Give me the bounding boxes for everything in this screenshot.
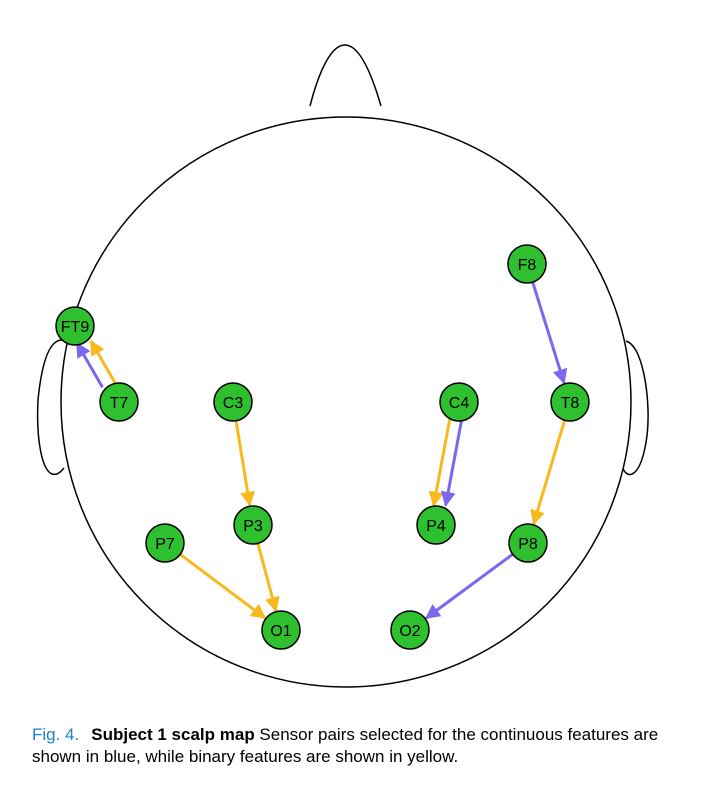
sensor-node-p8: P8 <box>508 523 548 563</box>
sensor-node-label: T7 <box>110 395 129 412</box>
right-ear-outline <box>622 340 649 476</box>
arrow-c4-to-p4-continuous <box>440 418 464 507</box>
sensor-node-circle <box>507 244 547 284</box>
sensor-node-circle <box>508 523 548 563</box>
sensor-node-label: O1 <box>270 623 291 640</box>
arrow-t8-to-p8-binary <box>530 417 567 526</box>
sensor-node-circle <box>233 505 273 545</box>
sensor-node-c4: C4 <box>439 382 479 422</box>
sensor-node-label: P3 <box>243 518 263 535</box>
sensor-node-circle <box>213 382 253 422</box>
sensor-node-circle <box>55 306 95 346</box>
arrow-p7-to-o1-binary <box>177 552 267 620</box>
sensor-node-t7: T7 <box>99 382 139 422</box>
figure-caption: Fig. 4. Subject 1 scalp map Sensor pairs … <box>32 724 682 768</box>
sensor-node-circle <box>261 610 301 650</box>
arrow-c4-to-p4-binary <box>428 418 452 507</box>
sensor-node-circle <box>99 382 139 422</box>
sensor-node-p7: P7 <box>145 523 185 563</box>
arrow-c3-to-p3-binary <box>234 418 256 507</box>
sensor-node-circle <box>439 382 479 422</box>
left-ear-outline <box>36 339 65 476</box>
sensor-node-circle <box>390 610 430 650</box>
sensor-node-label: P4 <box>426 518 446 535</box>
sensor-node-label: O2 <box>399 623 420 640</box>
sensor-node-p4: P4 <box>416 505 456 545</box>
sensor-node-circle <box>145 523 185 563</box>
caption-text: Sensor pairs selected for the continuous… <box>32 725 659 766</box>
sensor-pair-arrows <box>75 279 568 620</box>
sensor-node-label: P8 <box>518 536 538 553</box>
figure-label: Fig. 4. <box>32 725 80 744</box>
head-outline <box>60 116 632 688</box>
sensor-node-label: P7 <box>155 536 175 553</box>
sensor-node-t8: T8 <box>550 382 590 422</box>
sensor-node-o1: O1 <box>261 610 301 650</box>
sensor-node-label: F8 <box>518 257 537 274</box>
sensor-node-label: T8 <box>561 395 580 412</box>
arrow-p3-to-o1-binary <box>255 541 280 613</box>
sensor-node-label: FT9 <box>61 319 90 336</box>
sensor-node-label: C3 <box>223 395 244 412</box>
sensor-node-circle <box>416 505 456 545</box>
arrow-t7-to-ft9-binary <box>89 340 118 387</box>
sensor-node-p3: P3 <box>233 505 273 545</box>
sensor-node-ft9: FT9 <box>55 306 95 346</box>
nose-outline <box>309 44 382 107</box>
sensor-node-circle <box>550 382 590 422</box>
sensor-node-label: C4 <box>449 395 470 412</box>
sensor-node-f8: F8 <box>507 244 547 284</box>
arrow-p8-to-o2-continuous <box>424 551 516 620</box>
caption-title: Subject 1 scalp map <box>91 725 255 744</box>
sensor-node-o2: O2 <box>390 610 430 650</box>
sensor-node-c3: C3 <box>213 382 253 422</box>
arrow-f8-to-t8-continuous <box>530 279 568 385</box>
arrow-t7-to-ft9-continuous <box>75 342 104 389</box>
